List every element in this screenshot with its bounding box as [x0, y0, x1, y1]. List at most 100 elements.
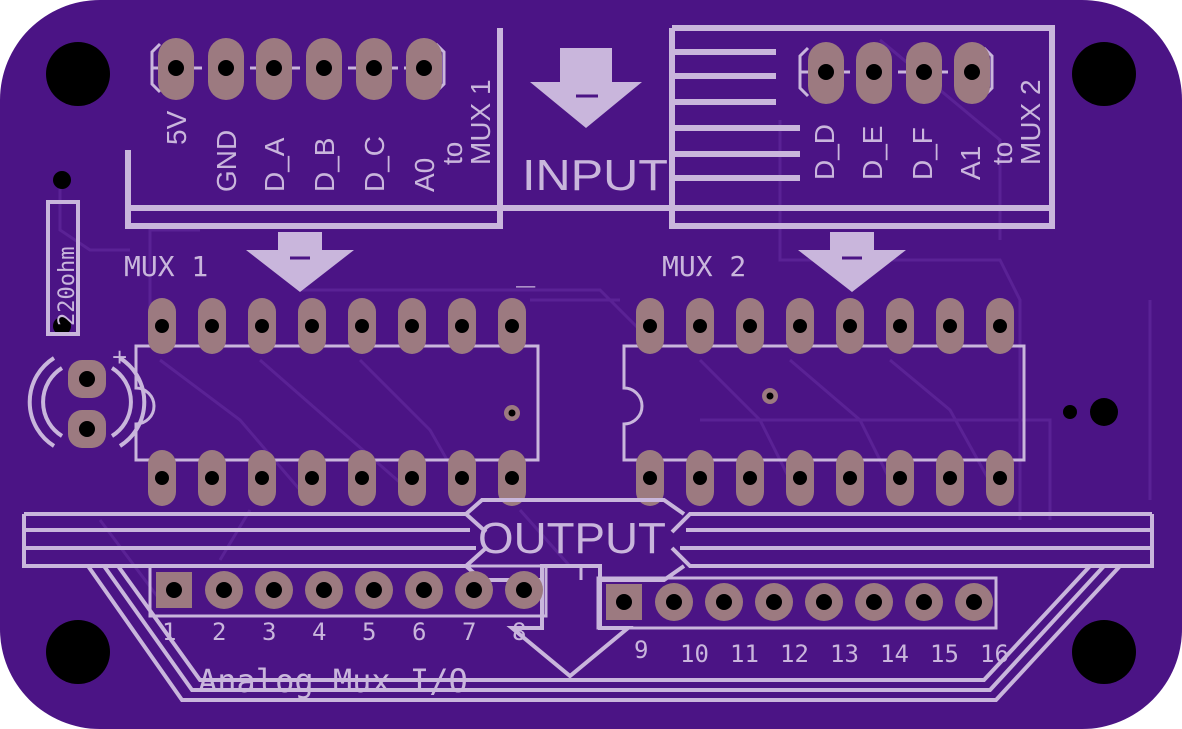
ic-pin-hole	[505, 319, 519, 333]
output-pad-hole	[316, 582, 332, 598]
output-header-right	[596, 576, 998, 630]
output-pad-hole	[616, 594, 632, 610]
header2-mux-label: MUX 2	[1015, 79, 1046, 165]
led-outline	[27, 356, 147, 448]
output-pad-hole	[516, 582, 532, 598]
ic-pin-hole	[743, 471, 757, 485]
ic-pin-hole	[943, 319, 957, 333]
ic-pin-hole	[205, 319, 219, 333]
output-pin-number: 13	[830, 640, 859, 668]
output-pad-hole	[266, 582, 282, 598]
mounting-hole-icon	[1072, 620, 1136, 684]
output-pin-number: 1	[162, 618, 176, 646]
output-pin-number: 6	[412, 618, 426, 646]
header1-mux-label: MUX 1	[465, 79, 496, 165]
mounting-holes	[46, 42, 1136, 684]
header1-box	[125, 28, 670, 229]
ic-pin-hole	[455, 319, 469, 333]
header2-pad-hole	[866, 64, 882, 80]
output-pad-hole	[716, 594, 732, 610]
mounting-hole-icon	[1072, 42, 1136, 106]
resistor-label: 220ohm	[55, 247, 80, 326]
mux1-label: MUX 1	[124, 250, 208, 283]
ic-pin-hole	[505, 471, 519, 485]
ic-pin-hole	[993, 471, 1007, 485]
output-pad-hole	[866, 594, 882, 610]
header1-pin-label: A0	[409, 158, 440, 192]
ic-pin-hole	[643, 319, 657, 333]
ic-pin-hole	[455, 471, 469, 485]
output-pad-hole	[166, 582, 182, 598]
header2-to-label: to	[987, 142, 1018, 165]
header1-pad-hole	[168, 60, 184, 76]
ic-pin-hole	[155, 471, 169, 485]
output-left-outline	[148, 564, 548, 618]
header2-pin-label: D_D	[809, 124, 840, 180]
header2-pin-label: D_F	[907, 127, 938, 180]
header2-pad-hole	[818, 64, 834, 80]
mux2-label: MUX 2	[662, 250, 746, 283]
ic-pin-hole	[305, 471, 319, 485]
ic-pin-hole	[305, 319, 319, 333]
output-pad-hole	[816, 594, 832, 610]
ic-pin-hole	[743, 319, 757, 333]
led-hole	[79, 371, 95, 387]
header2-pin-label: A1	[955, 146, 986, 180]
header1-pin-label: D_B	[309, 138, 340, 192]
header1-pins	[158, 38, 442, 100]
ic-pin-hole	[693, 319, 707, 333]
output-pad-hole	[416, 582, 432, 598]
header1-pad-hole	[218, 60, 234, 76]
output-pad-hole	[216, 582, 232, 598]
mux2-arrow-icon	[798, 232, 906, 292]
output-pad-hole	[666, 594, 682, 610]
output-band	[22, 498, 1154, 702]
output-pad-hole	[916, 594, 932, 610]
mounting-hole-icon	[46, 620, 110, 684]
ic-pin-hole	[943, 471, 957, 485]
header1-pin-label: GND	[211, 130, 242, 192]
input-label: INPUT	[522, 151, 668, 200]
ic-pin-hole	[405, 471, 419, 485]
ic-pin-hole	[843, 319, 857, 333]
ic-pin-hole	[155, 319, 169, 333]
ic-pin-hole	[693, 471, 707, 485]
header2-labels: D_D D_E D_F A1	[809, 124, 986, 180]
resistor-outline	[46, 200, 80, 336]
via-hole	[53, 317, 71, 335]
header1-labels: 5V GND D_A D_B D_C A0	[161, 110, 440, 192]
output-pad-hole	[966, 594, 982, 610]
header2-pin-label: D_E	[857, 126, 888, 180]
led-hole	[79, 421, 95, 437]
header2-pad-hole	[964, 64, 980, 80]
output-pin-number: 2	[212, 618, 226, 646]
led-plus-label: +	[112, 342, 127, 372]
output-pin-number: 10	[680, 640, 709, 668]
header2-pins	[808, 42, 990, 104]
ic-pin-hole	[893, 471, 907, 485]
output-pad-hole	[466, 582, 482, 598]
ic-pin-hole	[255, 319, 269, 333]
ic-pin-hole	[843, 471, 857, 485]
output-pin-number: 14	[880, 640, 909, 668]
output-pin-number: 8	[512, 618, 526, 646]
output-pad-hole	[766, 594, 782, 610]
header1-pin-label: 5V	[161, 110, 192, 145]
ic-pin-hole	[793, 319, 807, 333]
output-pin-number: 11	[730, 640, 759, 668]
header1-pin-label: D_C	[359, 136, 390, 192]
header1-pad-hole	[416, 60, 432, 76]
ic-chip-2	[622, 298, 1026, 506]
header2-pad-hole	[916, 64, 932, 80]
header1-pad-hole	[366, 60, 382, 76]
header1-pad-hole	[316, 60, 332, 76]
via-hole	[53, 171, 71, 189]
output-pin-number: 3	[262, 618, 276, 646]
output-pin-number: 16	[980, 640, 1009, 668]
ic-pin-hole	[643, 471, 657, 485]
board-title: Analog Mux I/O	[198, 662, 468, 700]
ic-pin-hole	[355, 471, 369, 485]
header1-pin-label: D_A	[259, 137, 290, 192]
output-pin-number: 15	[930, 640, 959, 668]
